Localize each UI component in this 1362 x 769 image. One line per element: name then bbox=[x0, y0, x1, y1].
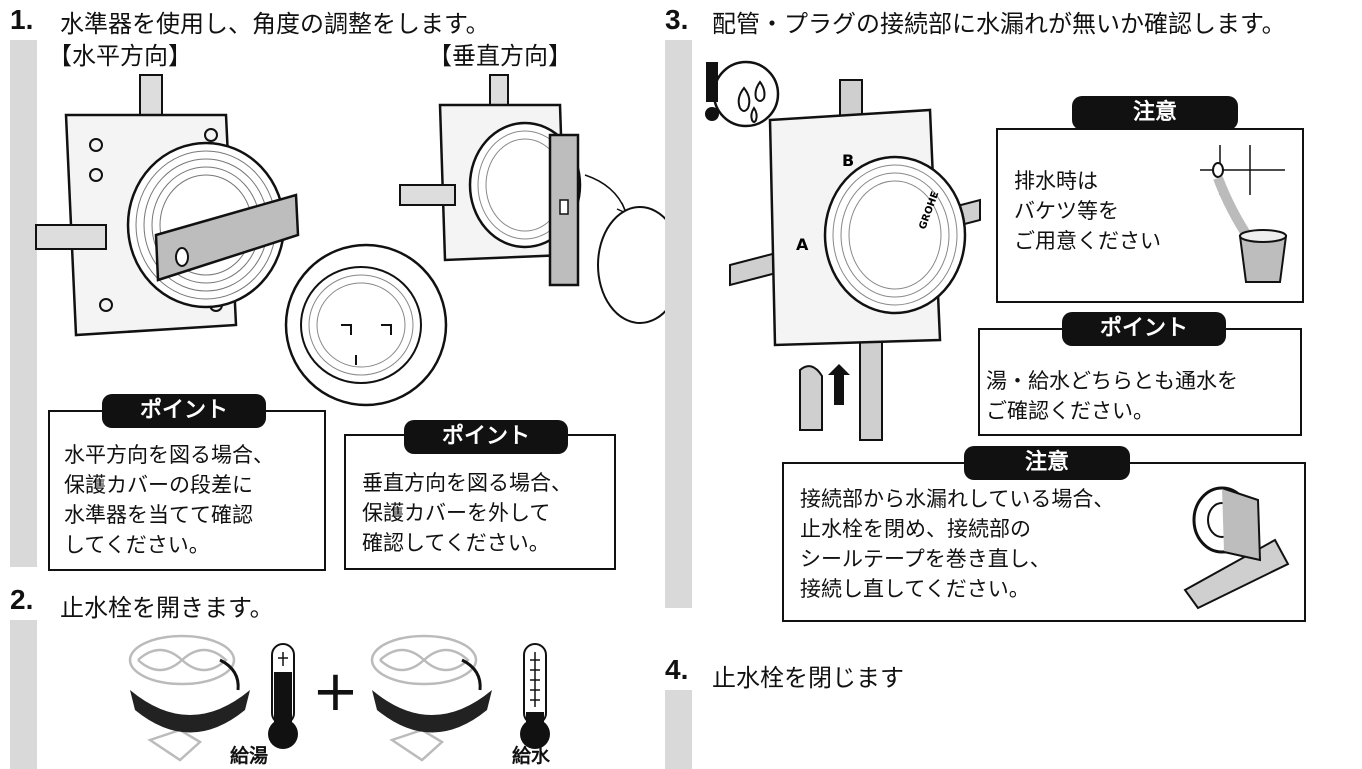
bucket-icon bbox=[1200, 145, 1288, 283]
point-text-horizontal-4: してください。 bbox=[64, 533, 210, 557]
vertical-level-illustration bbox=[399, 74, 683, 324]
caution-leak-4: 接続し直してください。 bbox=[800, 577, 1030, 601]
point-text-horizontal-3: 水準器を当てて確認 bbox=[64, 503, 253, 527]
point-badge-horizontal: ポイント bbox=[102, 394, 266, 428]
label-vertical: 【垂直方向】 bbox=[428, 42, 572, 70]
thermometer-icon-cold bbox=[520, 643, 550, 749]
thermometer-icon-hot bbox=[268, 643, 298, 749]
point-water-1: 湯・給水どちらとも通水を bbox=[986, 369, 1238, 393]
caution-drain-2: バケツ等を bbox=[1014, 199, 1119, 223]
step4-bar bbox=[665, 690, 692, 769]
point-badge-water: ポイント bbox=[1062, 312, 1226, 346]
step4-number: 4. bbox=[665, 654, 689, 685]
horizontal-level-illustration bbox=[35, 74, 448, 407]
caution-leak-1: 接続部から水漏れしている場合、 bbox=[800, 487, 1115, 511]
point-text-vertical-1: 垂直方向を図る場合、 bbox=[362, 471, 572, 495]
valve-handle-icon-2 bbox=[370, 634, 492, 762]
point-text-horizontal-1: 水平方向を図る場合、 bbox=[64, 443, 274, 467]
point-badge-vertical: ポイント bbox=[404, 420, 568, 454]
step4-title: 止水栓を閉じます bbox=[712, 664, 904, 692]
caution-leak-3: シールテープを巻き直し、 bbox=[800, 547, 1051, 571]
valve-letter-b: B bbox=[842, 151, 854, 170]
step1-number: 1. bbox=[10, 4, 34, 35]
step1-bar bbox=[10, 40, 37, 567]
label-horizontal: 【水平方向】 bbox=[48, 42, 192, 70]
step2-title: 止水栓を開きます。 bbox=[60, 594, 274, 622]
point-box-horizontal bbox=[48, 410, 326, 571]
caution-badge-2: 注意 bbox=[964, 446, 1130, 480]
hot-water-label: 給湯 bbox=[230, 745, 269, 767]
plus-sign: + bbox=[312, 659, 359, 724]
step3-title: 配管・プラグの接続部に水漏れが無いか確認します。 bbox=[712, 10, 1286, 38]
seal-tape-icon bbox=[1183, 486, 1290, 610]
cold-water-label: 給水 bbox=[512, 745, 551, 767]
valve-leak-check-illustration: A B GROHE bbox=[729, 79, 981, 441]
step2-number: 2. bbox=[10, 584, 34, 615]
point-text-vertical-2: 保護カバーを外して bbox=[362, 501, 551, 525]
water-drop-warning-icon bbox=[705, 60, 780, 128]
step1-title: 水準器を使用し、角度の調整をします。 bbox=[60, 10, 490, 38]
caution-drain-1: 排水時は bbox=[1014, 169, 1098, 193]
step3-number: 3. bbox=[665, 4, 689, 35]
point-text-horizontal-2: 保護カバーの段差に bbox=[64, 473, 253, 497]
valve-letter-a: A bbox=[796, 235, 809, 254]
caution-badge-1: 注意 bbox=[1072, 96, 1238, 130]
step2-bar bbox=[10, 620, 37, 769]
step3-bar bbox=[665, 40, 692, 608]
valve-handle-icon bbox=[128, 634, 250, 762]
caution-leak-2: 止水栓を閉め、接続部の bbox=[800, 517, 1031, 541]
spirit-level-icon bbox=[154, 193, 300, 282]
point-text-vertical-3: 確認してください。 bbox=[362, 531, 550, 555]
point-water-2: ご確認ください。 bbox=[986, 399, 1154, 423]
caution-drain-3: ご用意ください bbox=[1014, 229, 1161, 253]
